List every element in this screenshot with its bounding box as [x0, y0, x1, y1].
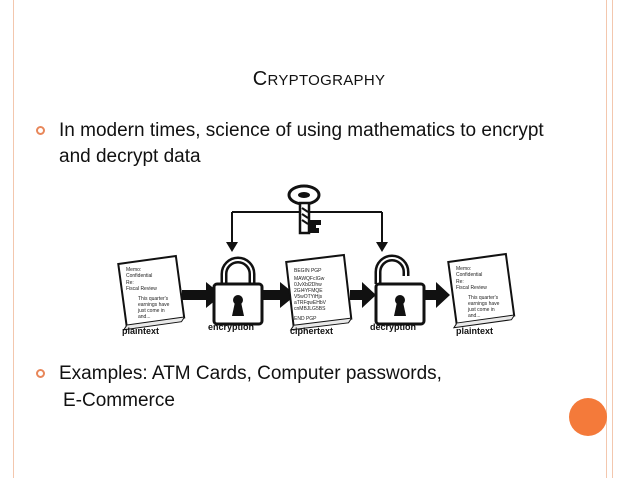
bullet-circle-icon — [36, 126, 45, 135]
title-first-letter: C — [252, 68, 268, 90]
doc-cipher-line-1: BEGIN PGP — [294, 268, 322, 274]
diagram-svg: Memo: Confidential Re: Fiscal Review Thi… — [117, 184, 516, 336]
doc-left-line-1: Memo: — [126, 267, 141, 273]
plaintext-document-left-text: Memo: Confidential Re: Fiscal Review Thi… — [126, 267, 170, 320]
arrow-icon-3 — [350, 282, 376, 308]
title-rest: RYPTOGRAPHY — [267, 72, 386, 89]
plaintext-document-right-text: Memo: Confidential Re: Fiscal Review Thi… — [456, 266, 500, 319]
label-ciphertext: ciphertext — [290, 326, 333, 336]
doc-cipher-line-5: V5wOTYiHjs — [294, 294, 323, 300]
key-icon — [287, 184, 321, 235]
doc-cipher-line-3: 0JvXbl2Dhw — [294, 282, 322, 288]
doc-left-line-2: Confidential — [126, 273, 152, 279]
bullet-1-text: In modern times, science of using mathem… — [59, 120, 544, 167]
doc-left-line-5: This quarter's — [138, 296, 169, 302]
bullet-2-text-line-2: E-Commerce — [63, 390, 175, 411]
label-encryption: encryption — [208, 322, 254, 332]
cryptography-diagram: Memo: Confidential Re: Fiscal Review Thi… — [110, 182, 530, 342]
bullet-2: Examples: ATM Cards, Computer passwords,… — [36, 361, 576, 417]
arrow-down-left-icon — [226, 242, 238, 252]
slide-frame-border-right — [612, 0, 613, 478]
bullet-1: In modern times, science of using mathem… — [36, 118, 576, 174]
doc-cipher-line-8: END PGP — [294, 316, 317, 322]
arrow-down-right-icon — [376, 242, 388, 252]
slide-frame-border — [13, 0, 607, 478]
arrow-icon-2 — [262, 282, 296, 308]
doc-right-line-2: Confidential — [456, 272, 482, 278]
doc-right-line-7: just come in — [467, 307, 495, 313]
doc-left-line-4: Fiscal Review — [126, 286, 157, 292]
doc-right-line-1: Memo: — [456, 266, 471, 272]
plaintext-document-left — [117, 254, 186, 331]
label-plaintext-left: plaintext — [122, 326, 159, 336]
doc-cipher-line-7: cnMBJLG5BS — [294, 306, 326, 312]
arrow-icon-4 — [424, 282, 450, 308]
doc-right-line-4: Fiscal Review — [456, 285, 487, 291]
doc-left-line-8: and... — [138, 314, 151, 320]
doc-right-line-8: and... — [468, 313, 481, 319]
plaintext-document-right — [447, 252, 516, 329]
ciphertext-document — [285, 253, 353, 331]
closed-lock-icon — [212, 256, 264, 326]
doc-cipher-line-6: aTRFqwEHbV — [294, 300, 327, 306]
doc-left-line-6: earnings have — [138, 302, 170, 308]
label-plaintext-right: plaintext — [456, 326, 493, 336]
doc-cipher-line-4: 2GI4YFMQE — [294, 288, 323, 294]
doc-right-line-6: earnings have — [468, 301, 500, 307]
label-decryption: decryption — [370, 322, 416, 332]
slide-title: CRYPTOGRAPHY — [0, 68, 638, 91]
bullet-2-text-line-1: Examples: ATM Cards, Computer passwords, — [59, 363, 442, 384]
doc-right-line-3: Re: — [456, 279, 464, 285]
doc-left-line-3: Re: — [126, 280, 134, 286]
doc-right-line-5: This quarter's — [468, 295, 499, 301]
ciphertext-document-text: BEGIN PGP MAWQFcIGw 0JvXbl2Dhw 2GI4YFMQE… — [294, 268, 327, 322]
orange-circle-decoration — [569, 398, 607, 436]
doc-left-line-7: just come in — [137, 308, 165, 314]
open-lock-icon — [374, 254, 426, 326]
doc-cipher-line-2: MAWQFcIGw — [294, 276, 325, 282]
bullet-circle-icon — [36, 369, 45, 378]
